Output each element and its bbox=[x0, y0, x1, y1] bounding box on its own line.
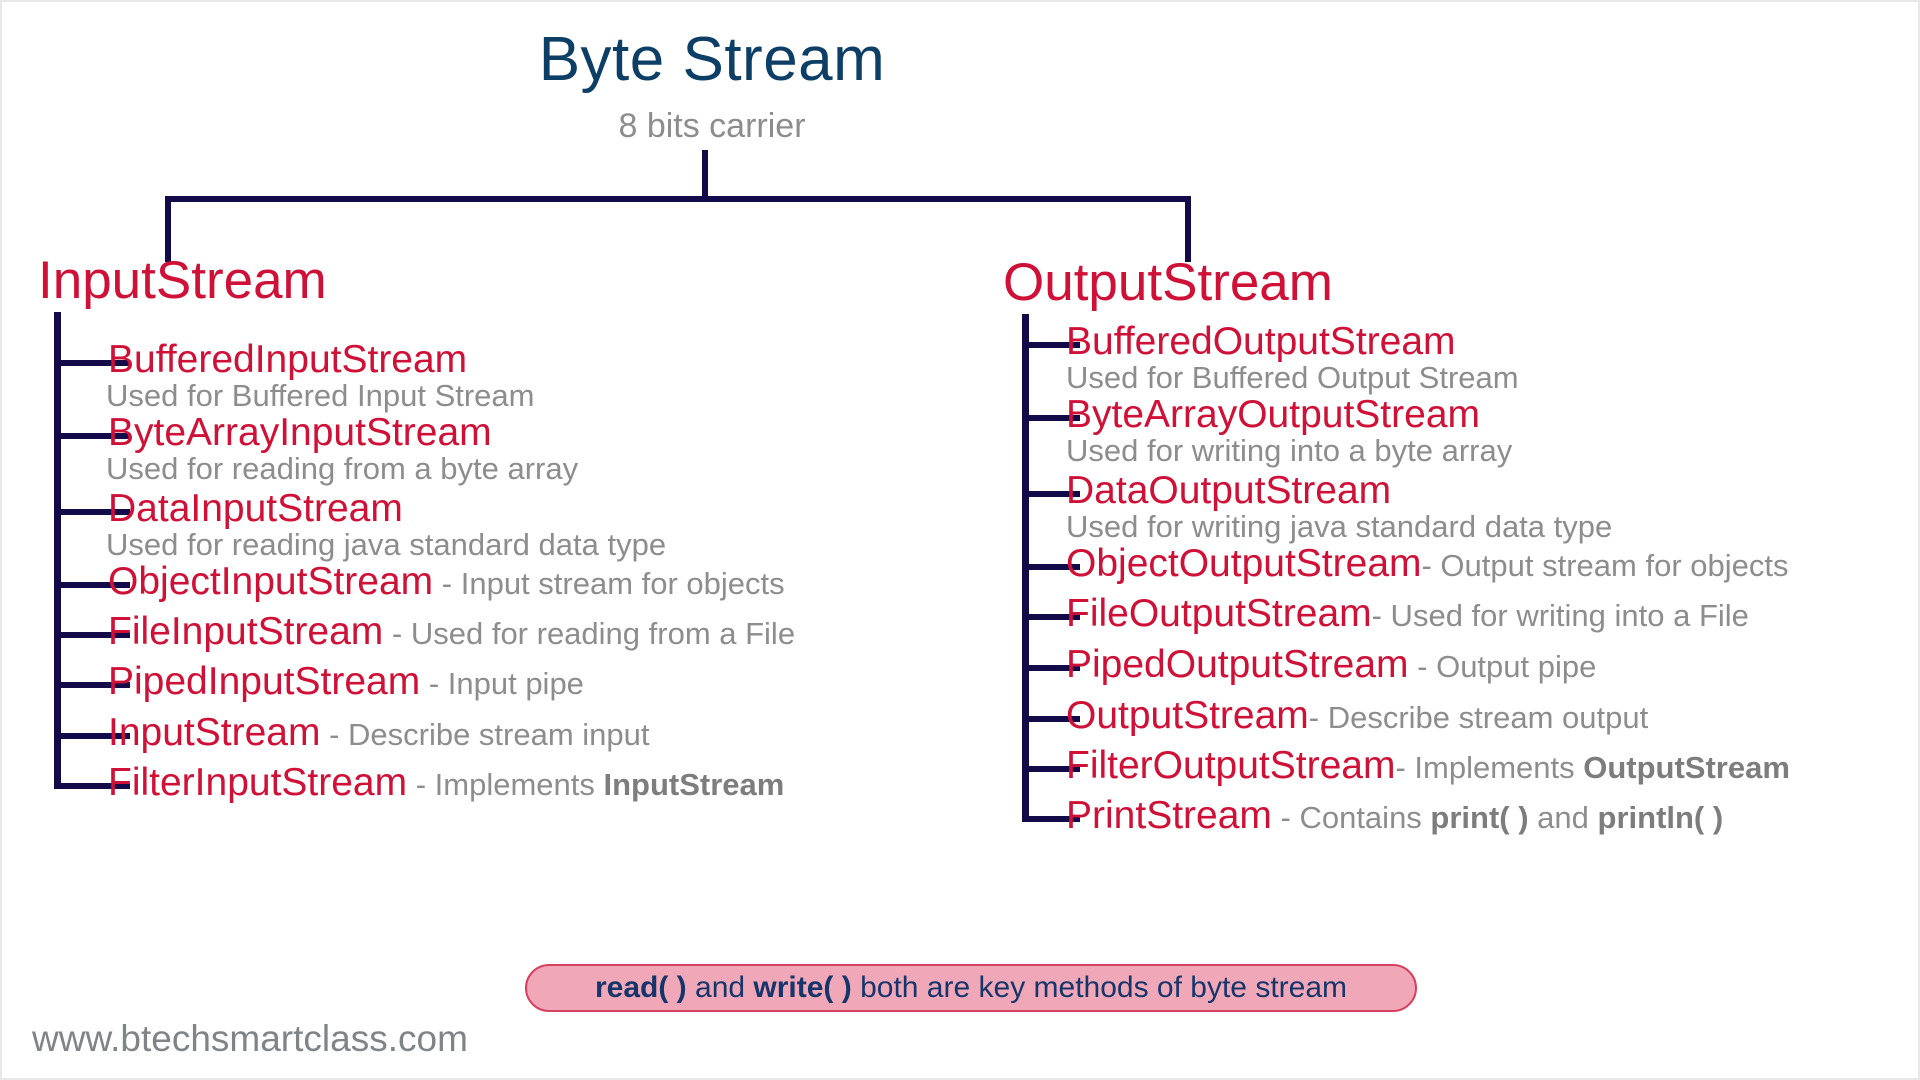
connector-tick bbox=[1022, 491, 1080, 497]
stream-class-description: Used for Buffered Output Stream bbox=[1066, 360, 1519, 395]
stream-class-name: PipedInputStream bbox=[108, 660, 421, 703]
stream-class-row: BufferedInputStream bbox=[108, 340, 467, 379]
connector-drop-left bbox=[165, 196, 171, 262]
stream-class-name: ByteArrayInputStream bbox=[108, 411, 492, 454]
stream-class-row: InputStream - Describe stream input bbox=[108, 713, 650, 752]
connector-tick bbox=[1022, 614, 1080, 620]
stream-class-description: - Implements OutputStream bbox=[1395, 750, 1790, 785]
connector-tick bbox=[54, 582, 130, 588]
stream-class-row: DataOutputStream bbox=[1066, 471, 1391, 510]
connector-tick bbox=[1022, 766, 1080, 772]
connector-tick bbox=[54, 733, 130, 739]
connector-drop-right bbox=[1185, 196, 1191, 262]
stream-class-name: DataInputStream bbox=[108, 487, 403, 530]
branch-heading-inputstream: InputStream bbox=[38, 251, 327, 310]
stream-class-description: - Contains print( ) and println( ) bbox=[1271, 800, 1724, 835]
stream-class-name: PrintStream bbox=[1066, 794, 1272, 837]
stream-class-description: Used for reading java standard data type bbox=[106, 527, 667, 562]
connector-tick bbox=[54, 632, 130, 638]
stream-class-row: DataInputStream bbox=[108, 489, 403, 528]
stream-class-description: - Input pipe bbox=[420, 666, 584, 701]
stream-class-row: BufferedOutputStream bbox=[1066, 322, 1456, 361]
connector-tick bbox=[1022, 816, 1080, 822]
connector-tick bbox=[54, 682, 130, 688]
stream-class-row: PipedOutputStream - Output pipe bbox=[1066, 645, 1596, 684]
stream-class-name: FilterInputStream bbox=[108, 761, 408, 804]
page-subtitle: 8 bits carrier bbox=[618, 107, 806, 145]
connector-root-stem bbox=[702, 150, 708, 200]
stream-class-row: FileOutputStream- Used for writing into … bbox=[1066, 594, 1749, 633]
stream-class-description: - Implements InputStream bbox=[407, 767, 785, 802]
key-methods-callout: read( ) and write( ) both are key method… bbox=[525, 964, 1417, 1012]
branch-heading-outputstream: OutputStream bbox=[1003, 253, 1333, 312]
stream-class-row: ByteArrayInputStream bbox=[108, 413, 492, 452]
stream-class-name: ObjectOutputStream bbox=[1066, 542, 1422, 585]
stream-class-name: BufferedOutputStream bbox=[1066, 320, 1456, 363]
page-title: Byte Stream bbox=[538, 25, 886, 94]
connector-tick bbox=[1022, 564, 1080, 570]
stream-class-name: FileOutputStream bbox=[1066, 592, 1372, 635]
stream-class-description: - Output stream for objects bbox=[1421, 548, 1789, 583]
stream-class-name: DataOutputStream bbox=[1066, 469, 1392, 512]
stream-class-row: ObjectInputStream - Input stream for obj… bbox=[108, 562, 785, 601]
stream-class-row: FileInputStream - Used for reading from … bbox=[108, 612, 795, 651]
connector-tick bbox=[54, 360, 130, 366]
connector-horizontal-bus bbox=[165, 196, 1191, 202]
stream-class-description: Used for writing into a byte array bbox=[1066, 433, 1513, 468]
footer-website: www.btechsmartclass.com bbox=[32, 1018, 468, 1059]
stream-class-name: ByteArrayOutputStream bbox=[1066, 393, 1480, 436]
stream-class-row: ByteArrayOutputStream bbox=[1066, 395, 1480, 434]
stream-class-row: PrintStream - Contains print( ) and prin… bbox=[1066, 796, 1723, 835]
stream-class-row: ObjectOutputStream- Output stream for ob… bbox=[1066, 544, 1788, 583]
stream-class-description: Used for Buffered Input Stream bbox=[106, 378, 535, 413]
connector-trunk-left bbox=[54, 312, 61, 789]
stream-class-row: FilterOutputStream- Implements OutputStr… bbox=[1066, 746, 1790, 785]
connector-tick bbox=[1022, 716, 1080, 722]
stream-class-name: InputStream bbox=[108, 711, 321, 754]
stream-class-row: FilterInputStream - Implements InputStre… bbox=[108, 763, 784, 802]
stream-class-name: ObjectInputStream bbox=[108, 560, 434, 603]
connector-tick bbox=[54, 509, 130, 515]
stream-class-description: - Describe stream output bbox=[1308, 700, 1649, 735]
stream-class-description: - Used for writing into a File bbox=[1371, 598, 1749, 633]
connector-tick bbox=[1022, 665, 1080, 671]
connector-tick bbox=[1022, 415, 1080, 421]
stream-class-name: FileInputStream bbox=[108, 610, 384, 653]
stream-class-description: - Used for reading from a File bbox=[383, 616, 796, 651]
connector-tick bbox=[54, 783, 130, 789]
stream-class-description: Used for reading from a byte array bbox=[106, 451, 579, 486]
connector-tick bbox=[54, 433, 130, 439]
stream-class-name: OutputStream bbox=[1066, 694, 1309, 737]
connector-tick bbox=[1022, 342, 1080, 348]
key-methods-callout-text: read( ) and write( ) both are key method… bbox=[594, 971, 1347, 1004]
stream-class-name: PipedOutputStream bbox=[1066, 643, 1409, 686]
stream-class-name: FilterOutputStream bbox=[1066, 744, 1396, 787]
stream-class-description: Used for writing java standard data type bbox=[1066, 509, 1613, 544]
stream-class-description: - Output pipe bbox=[1408, 649, 1597, 684]
stream-class-row: OutputStream- Describe stream output bbox=[1066, 696, 1648, 735]
stream-class-description: - Input stream for objects bbox=[433, 566, 785, 601]
stream-class-name: BufferedInputStream bbox=[108, 338, 468, 381]
stream-class-description: - Describe stream input bbox=[320, 717, 650, 752]
stream-class-row: PipedInputStream - Input pipe bbox=[108, 662, 584, 701]
